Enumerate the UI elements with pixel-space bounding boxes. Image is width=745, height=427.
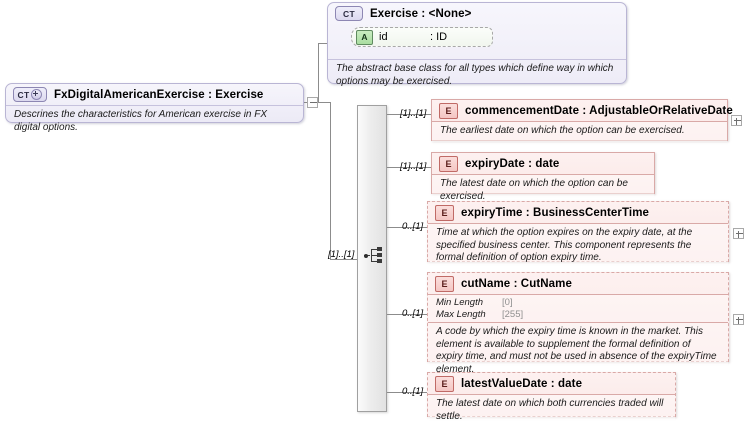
cardinality-expiryTime: 0..[1] <box>402 221 424 232</box>
element-documentation: The earliest date on which the option ca… <box>432 121 727 142</box>
element-documentation: Time at which the option expires on the … <box>428 223 728 269</box>
sequence-compositor-bar[interactable] <box>357 105 387 412</box>
plus-circle-icon[interactable] <box>31 89 43 100</box>
element-documentation: The latest date on which both currencies… <box>428 394 675 427</box>
element-badge-icon: E <box>439 103 458 119</box>
element-title: commencementDate : AdjustableOrRelativeD… <box>465 105 733 117</box>
connector-root-stub <box>304 102 309 103</box>
facet-row-max-length: Max Length [255] <box>436 309 720 321</box>
complex-type-box-FxDigitalAmericanExercise[interactable]: CT FxDigitalAmericanExercise : Exercise … <box>5 83 304 133</box>
connector-to-cutName <box>387 314 427 315</box>
connector-basetype-vertical <box>318 43 319 103</box>
connector-to-commencementDate <box>387 114 431 115</box>
facet-list: Min Length [0] Max Length [255] <box>428 294 728 322</box>
connector-vertical-spine <box>330 102 331 259</box>
element-title-row: E latestValueDate : date <box>428 373 675 394</box>
complex-type-badge-label: CT <box>17 89 30 100</box>
connector-to-expiryTime <box>387 227 427 228</box>
attribute-id[interactable]: A id : ID <box>351 27 493 47</box>
base-type-documentation: The abstract base class for all types wh… <box>328 59 626 92</box>
cardinality-commencementDate: [1]..[1] <box>400 108 427 119</box>
connector-spine-to-compositor <box>330 259 358 260</box>
complex-type-badge-icon: CT <box>335 6 363 21</box>
facet-value: [255] <box>502 308 524 320</box>
element-title-row: E commencementDate : AdjustableOrRelativ… <box>432 100 733 121</box>
facet-row-min-length: Min Length [0] <box>436 297 720 309</box>
facet-label: Min Length <box>436 297 484 308</box>
element-title-row: E expiryTime : BusinessCenterTime <box>428 202 728 223</box>
connector-basetype-stub <box>318 43 328 44</box>
element-box-cutName[interactable]: E cutName : CutName Min Length [0] Max L… <box>427 272 729 380</box>
connector-root-to-spine <box>318 102 331 103</box>
element-box-latestValueDate[interactable]: E latestValueDate : date The latest date… <box>427 372 676 427</box>
element-title: expiryDate : date <box>465 158 560 170</box>
element-documentation: A code by which the expiry time is known… <box>428 322 728 380</box>
base-type-badge-label: CT <box>343 8 355 19</box>
collapse-toggle-root[interactable] <box>307 97 318 108</box>
facet-label: Max Length <box>436 308 486 320</box>
facet-value: [0] <box>502 297 513 308</box>
element-title-row: E cutName : CutName <box>428 273 728 294</box>
element-title: latestValueDate : date <box>461 378 583 390</box>
element-title: expiryTime : BusinessCenterTime <box>461 207 650 219</box>
cardinality-latestValueDate: 0..[1] <box>402 386 424 397</box>
attribute-type: : ID <box>430 31 448 43</box>
cardinality-cutName: 0..[1] <box>402 308 424 319</box>
expand-toggle-cutName[interactable] <box>733 314 744 325</box>
expand-toggle-commencementDate[interactable] <box>731 115 742 126</box>
cardinality-compositor: [1]..[1] <box>328 249 355 260</box>
expand-toggle-expiryTime[interactable] <box>733 228 744 239</box>
base-type-title-row: CT Exercise : <None> <box>328 3 626 24</box>
complex-type-title-row: CT FxDigitalAmericanExercise : Exercise <box>6 84 303 105</box>
complex-type-title: FxDigitalAmericanExercise : Exercise <box>54 88 264 101</box>
cardinality-expiryDate: [1]..[1] <box>400 161 427 172</box>
element-badge-icon: E <box>435 276 454 292</box>
connector-to-latestValueDate <box>387 392 427 393</box>
complex-type-box-Exercise[interactable]: CT Exercise : <None> A id : ID The abstr… <box>327 2 627 87</box>
element-badge-icon: E <box>439 156 458 172</box>
element-box-expiryDate[interactable]: E expiryDate : date The latest date on w… <box>431 152 655 207</box>
base-type-title: Exercise : <None> <box>370 7 472 20</box>
element-title: cutName : CutName <box>461 278 572 290</box>
sequence-icon <box>364 247 386 265</box>
element-badge-icon: E <box>435 376 454 392</box>
element-title-row: E expiryDate : date <box>432 153 654 174</box>
attribute-badge-icon: A <box>356 29 373 45</box>
complex-type-plus-icon[interactable]: CT <box>13 87 47 102</box>
connector-to-expiryDate <box>387 167 431 168</box>
element-badge-icon: E <box>435 205 454 221</box>
attribute-name: id <box>379 31 388 43</box>
element-box-commencementDate[interactable]: E commencementDate : AdjustableOrRelativ… <box>431 99 733 142</box>
complex-type-documentation: Descrines the characteristics for Americ… <box>6 105 303 138</box>
element-box-expiryTime[interactable]: E expiryTime : BusinessCenterTime Time a… <box>427 201 729 269</box>
